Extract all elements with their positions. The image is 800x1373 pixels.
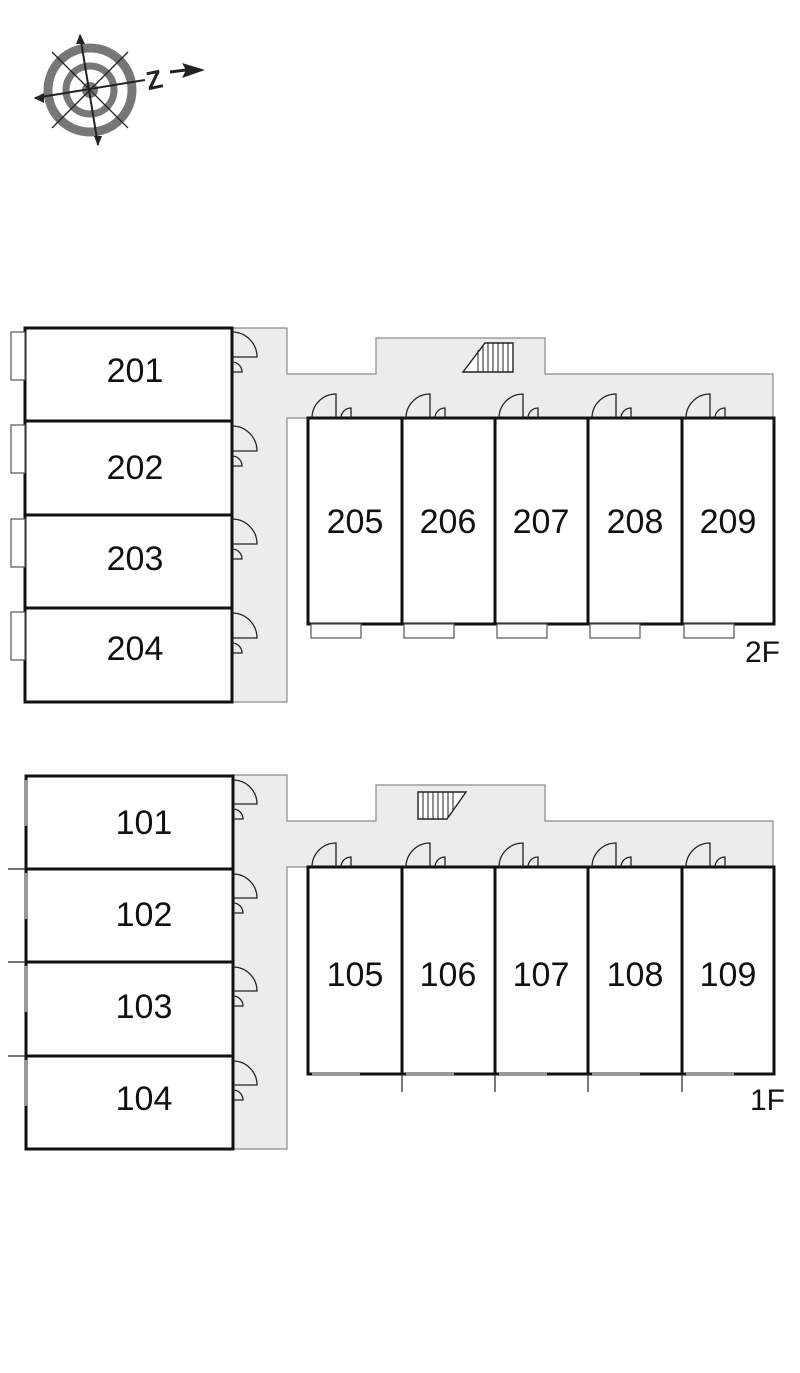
room-106: 106 <box>400 865 497 1076</box>
door-icon <box>311 393 726 419</box>
window-icon <box>10 331 26 661</box>
room-label: 208 <box>607 503 664 541</box>
room-label: 103 <box>116 988 173 1026</box>
room-label: 108 <box>607 956 664 994</box>
door-icon <box>232 779 258 1101</box>
door-icon <box>231 331 258 654</box>
corridor-1f <box>231 774 774 1150</box>
compass-icon <box>34 34 205 146</box>
room-102: 102 <box>24 867 235 964</box>
room-104: 104 <box>24 1054 235 1151</box>
room-label: 209 <box>700 503 757 541</box>
room-label: 201 <box>107 352 164 390</box>
north-letter: Z <box>143 63 165 96</box>
room-105: 105 <box>306 865 404 1076</box>
window-icon <box>8 780 28 1106</box>
stairs-icon <box>417 791 468 820</box>
room-101: 101 <box>24 774 235 871</box>
room-label: 104 <box>116 1080 173 1118</box>
room-201: 201 <box>23 326 234 423</box>
room-label: 205 <box>327 503 384 541</box>
room-204: 204 <box>23 606 234 704</box>
room-107: 107 <box>493 865 590 1076</box>
room-label: 203 <box>107 540 164 578</box>
corridor-2f <box>231 327 774 703</box>
room-206: 206 <box>400 416 497 626</box>
floor-1f: 101 102 103 104 <box>8 774 785 1151</box>
room-108: 108 <box>586 865 684 1076</box>
room-209: 209 <box>680 416 776 626</box>
room-label: 206 <box>420 503 477 541</box>
room-label: 207 <box>513 503 570 541</box>
window-icon <box>312 1072 734 1092</box>
room-label: 102 <box>116 896 173 934</box>
room-202: 202 <box>23 419 234 517</box>
room-205: 205 <box>306 416 404 626</box>
floor-label-2f: 2F <box>745 636 780 669</box>
floor-label-1f: 1F <box>750 1084 785 1117</box>
room-label: 109 <box>700 956 757 994</box>
room-label: 202 <box>107 449 164 487</box>
stairs-icon <box>461 342 514 373</box>
room-207: 207 <box>493 416 590 626</box>
room-label: 101 <box>116 804 173 842</box>
room-203: 203 <box>23 513 234 610</box>
floor-2f: 201 202 203 204 <box>10 326 780 704</box>
room-label: 204 <box>107 630 164 668</box>
room-103: 103 <box>24 960 235 1058</box>
window-icon <box>310 623 735 639</box>
room-label: 105 <box>327 956 384 994</box>
door-icon <box>311 842 726 868</box>
room-109: 109 <box>680 865 776 1076</box>
room-label: 106 <box>420 956 477 994</box>
room-208: 208 <box>586 416 684 626</box>
room-label: 107 <box>513 956 570 994</box>
